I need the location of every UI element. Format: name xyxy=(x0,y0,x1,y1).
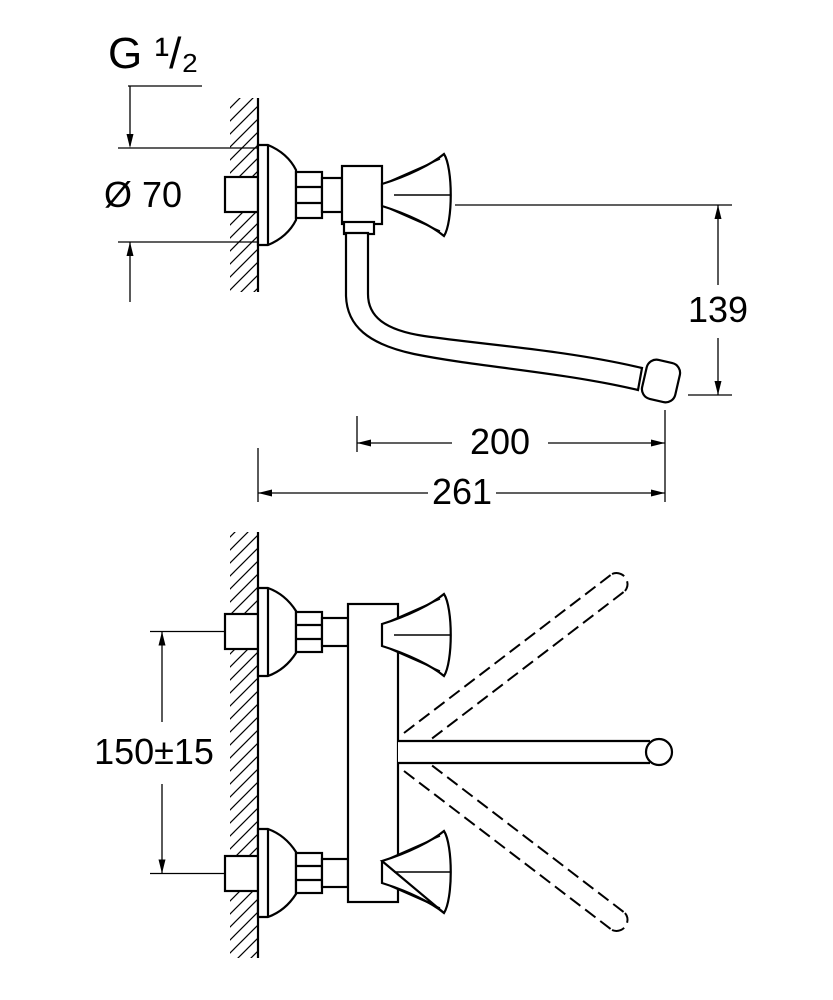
wall-union-square-upper xyxy=(223,612,260,651)
spout-outlet-cap xyxy=(644,737,674,767)
dimension-spacing-150 xyxy=(150,630,226,875)
hex-nut-upper xyxy=(294,610,324,654)
wall-union-square-lower xyxy=(223,854,260,893)
wall-section-front-view xyxy=(230,532,260,958)
dimension-thread xyxy=(126,85,202,148)
outlet-height-label: 139 xyxy=(688,289,748,330)
spout-reach-label: 200 xyxy=(470,421,530,462)
arrowhead-up xyxy=(714,205,722,219)
dimension-height-139 xyxy=(455,204,732,396)
handle-bell-side xyxy=(380,152,452,238)
arrowhead-right xyxy=(651,439,665,447)
spout-tube-side xyxy=(344,231,644,392)
arrowhead-down xyxy=(126,134,134,148)
arrowhead-down xyxy=(714,381,722,395)
dashed-spout-end-upper xyxy=(611,572,629,592)
spout-tube-front xyxy=(398,737,674,767)
arrowhead-down xyxy=(158,859,166,874)
arrowhead-left xyxy=(357,439,371,447)
valve-body xyxy=(340,164,384,226)
wall-union-square xyxy=(223,175,260,214)
dimension-reach-200 xyxy=(356,410,666,502)
flange-diameter-label: Ø 70 xyxy=(104,174,182,215)
dimension-flange-diameter xyxy=(118,147,258,302)
arrowhead-up xyxy=(158,631,166,646)
dimension-depth-261 xyxy=(257,448,665,502)
body-connector xyxy=(320,176,344,214)
handle-bell-upper xyxy=(380,592,452,678)
hex-nut xyxy=(294,170,324,220)
escutcheon-lower xyxy=(256,827,298,919)
faucet-side-view xyxy=(223,143,682,404)
faucet-front-view xyxy=(223,586,674,919)
dashed-spout-end-lower xyxy=(611,912,629,932)
spout-swivel-dashed xyxy=(403,572,629,932)
spout-nozzle xyxy=(640,358,682,404)
arrowhead-left xyxy=(258,489,272,497)
thread-size-label: G ¹/₂ xyxy=(108,29,198,78)
body-connector-upper xyxy=(320,616,350,648)
handle-bell-lower xyxy=(379,829,452,915)
connection-spacing-label: 150±15 xyxy=(94,731,214,772)
hex-nut-lower xyxy=(294,851,324,895)
body-connector-lower xyxy=(320,857,350,889)
arrowhead-right xyxy=(651,489,665,497)
escutcheon-upper xyxy=(256,586,298,678)
escutcheon-flange xyxy=(256,143,298,247)
arrowhead-up xyxy=(126,242,134,256)
overall-depth-label: 261 xyxy=(432,471,492,512)
